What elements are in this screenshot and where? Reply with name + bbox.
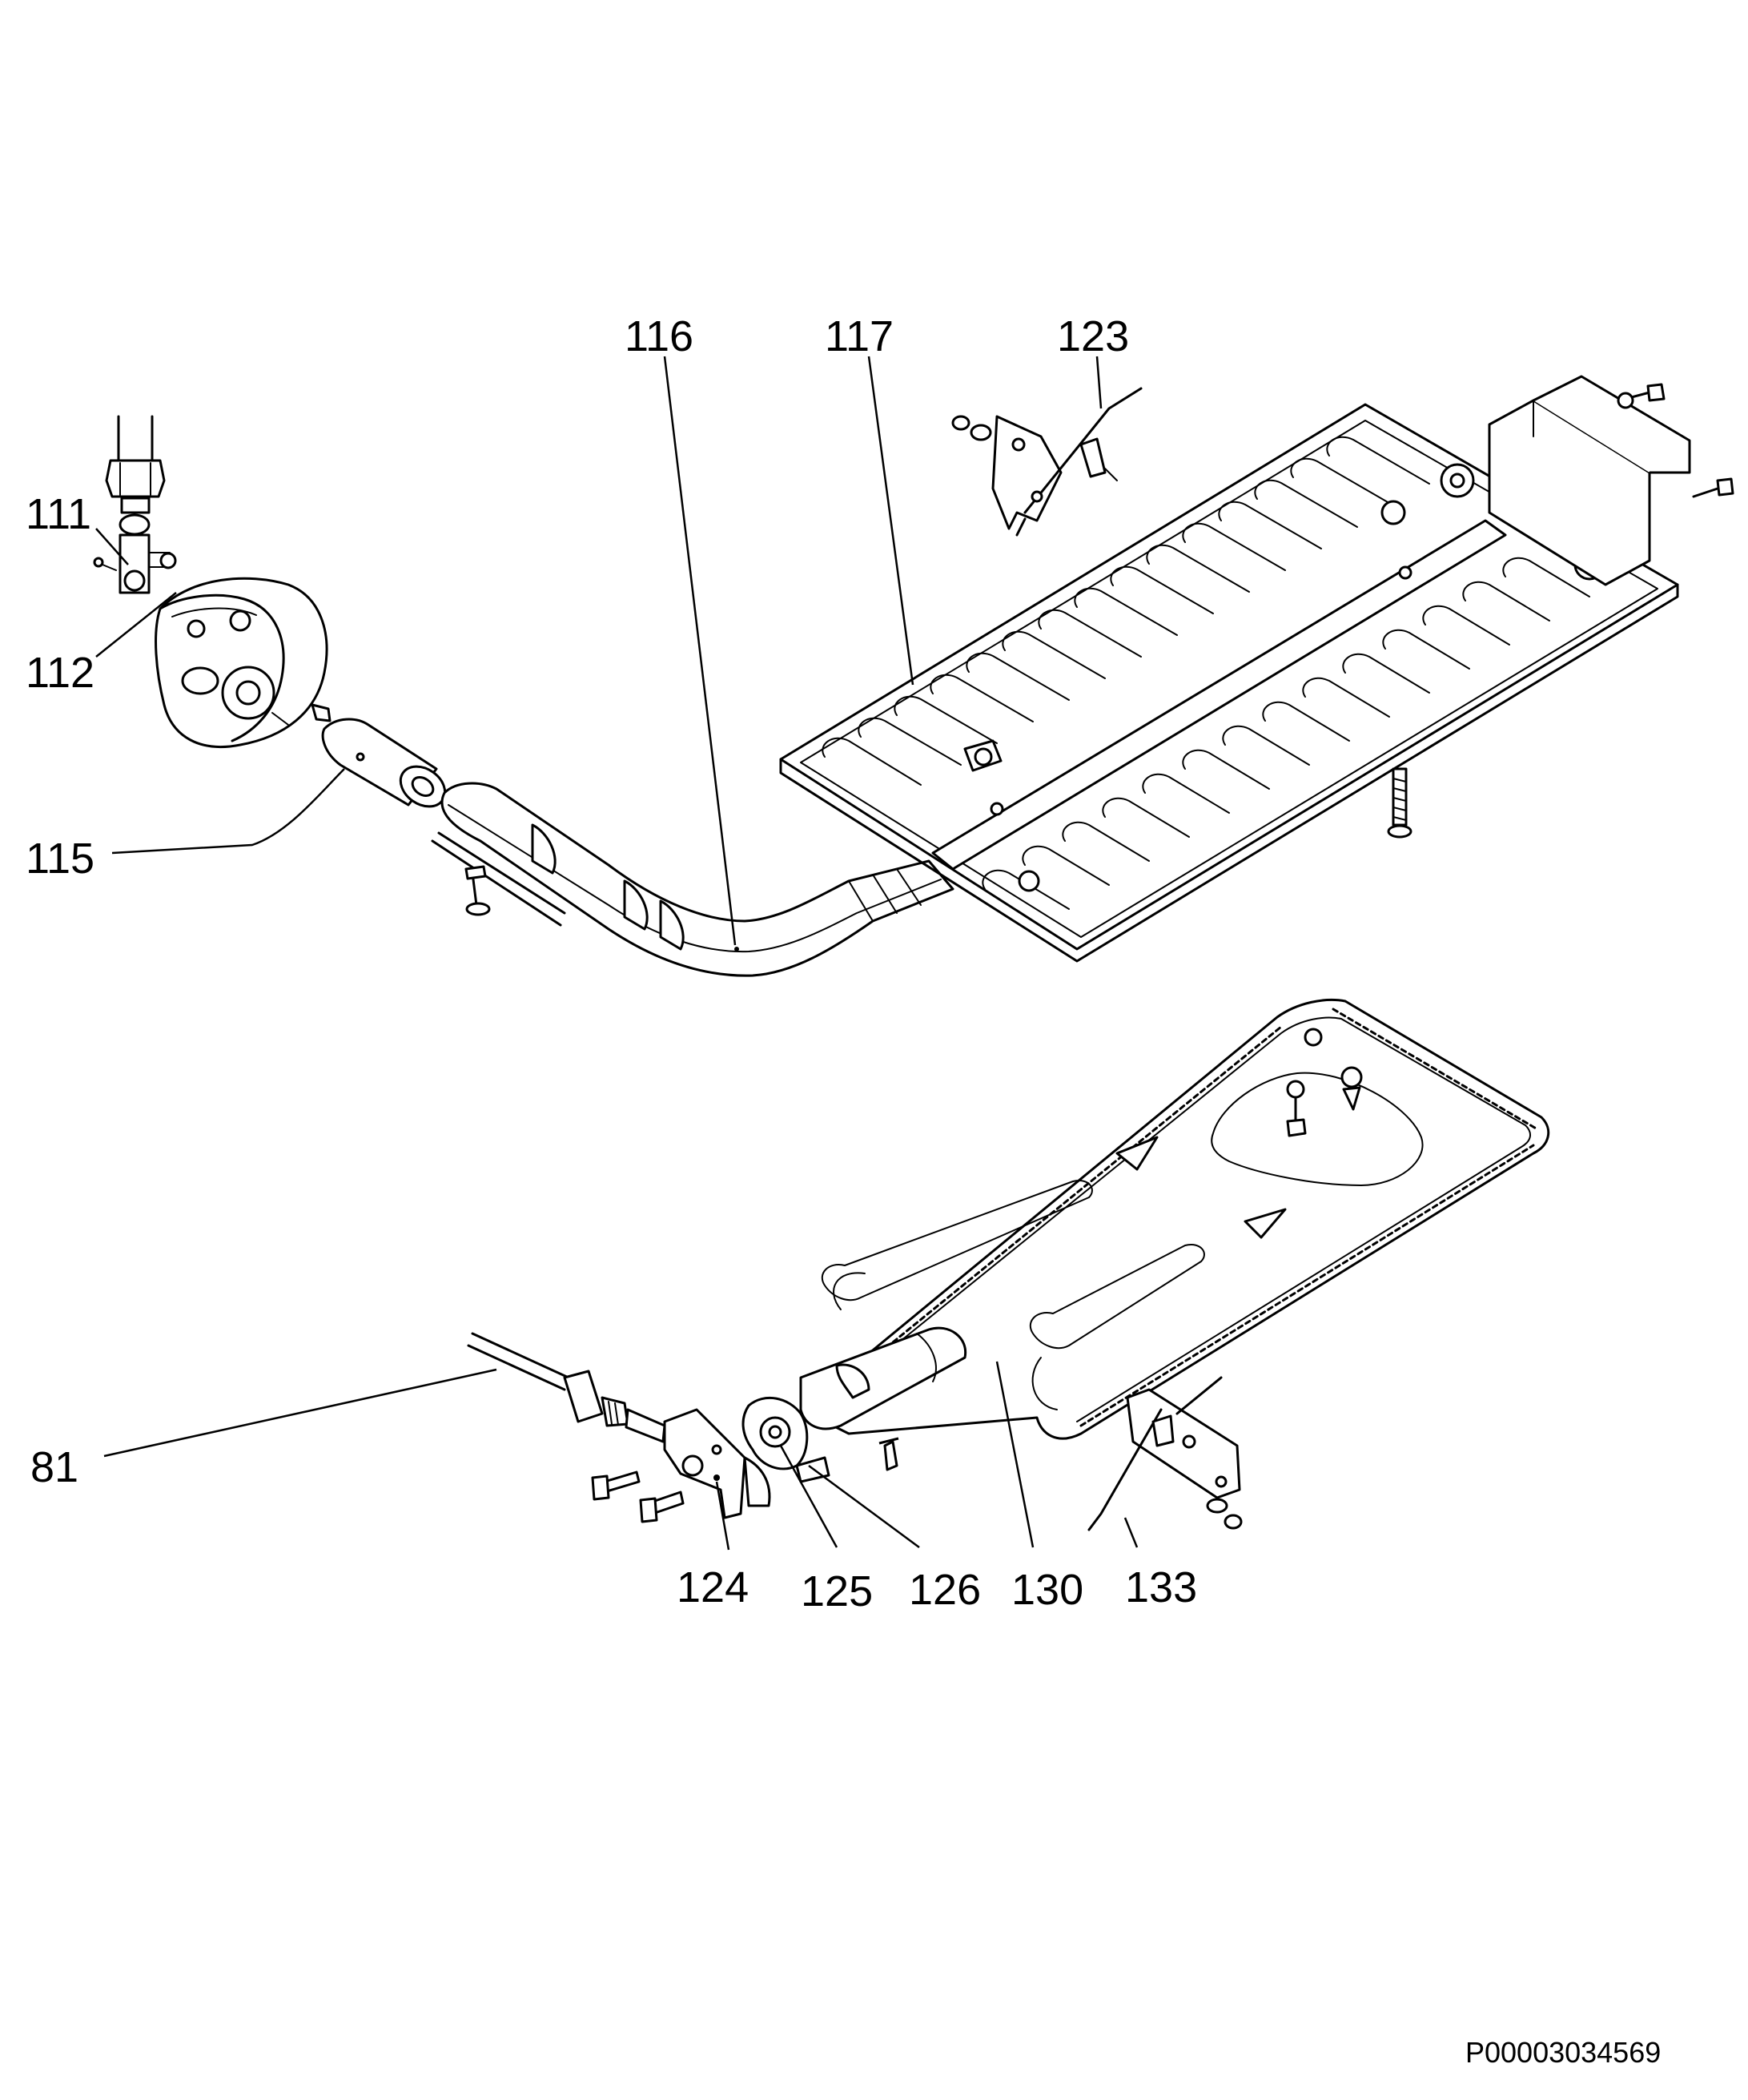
injector-bracket [663,1408,771,1519]
label-115: 115 [26,835,94,883]
rear-mount-bracket [1488,375,1734,586]
part-labels: 111 112 115 116 117 123 81 124 125 126 1… [26,312,1197,1615]
pipe-mount-screw [464,865,491,916]
label-124: 124 [677,1563,749,1611]
gas-inlet-fitting [93,415,177,594]
leader-lines [95,356,1139,1551]
label-116: 116 [625,312,693,360]
label-133: 133 [1125,1563,1197,1611]
upper-burner-assembly [93,375,1734,977]
bracket-bolts [591,1470,685,1523]
upper-ignition-electrode [951,387,1143,537]
bent-pipe-burner [431,782,954,977]
label-112: 112 [26,649,94,697]
grill-burner-tray [779,403,1679,963]
tray-mounting-screw [1387,767,1412,839]
lower-burner-assembly [467,998,1550,1531]
lower-ignition-electrode [1087,1376,1243,1531]
gas-valve-body [155,577,332,749]
label-81: 81 [30,1443,78,1491]
oven-burner-body [799,998,1550,1440]
label-117: 117 [825,312,894,360]
label-111: 111 [26,490,91,538]
gas-supply-pipe [467,1332,666,1443]
drawing-code: P00003034569 [1465,2036,1661,2069]
label-123: 123 [1057,312,1129,360]
label-125: 125 [801,1567,873,1615]
label-130: 130 [1011,1566,1083,1614]
label-126: 126 [909,1566,981,1614]
nozzle-sleeve [321,718,447,808]
